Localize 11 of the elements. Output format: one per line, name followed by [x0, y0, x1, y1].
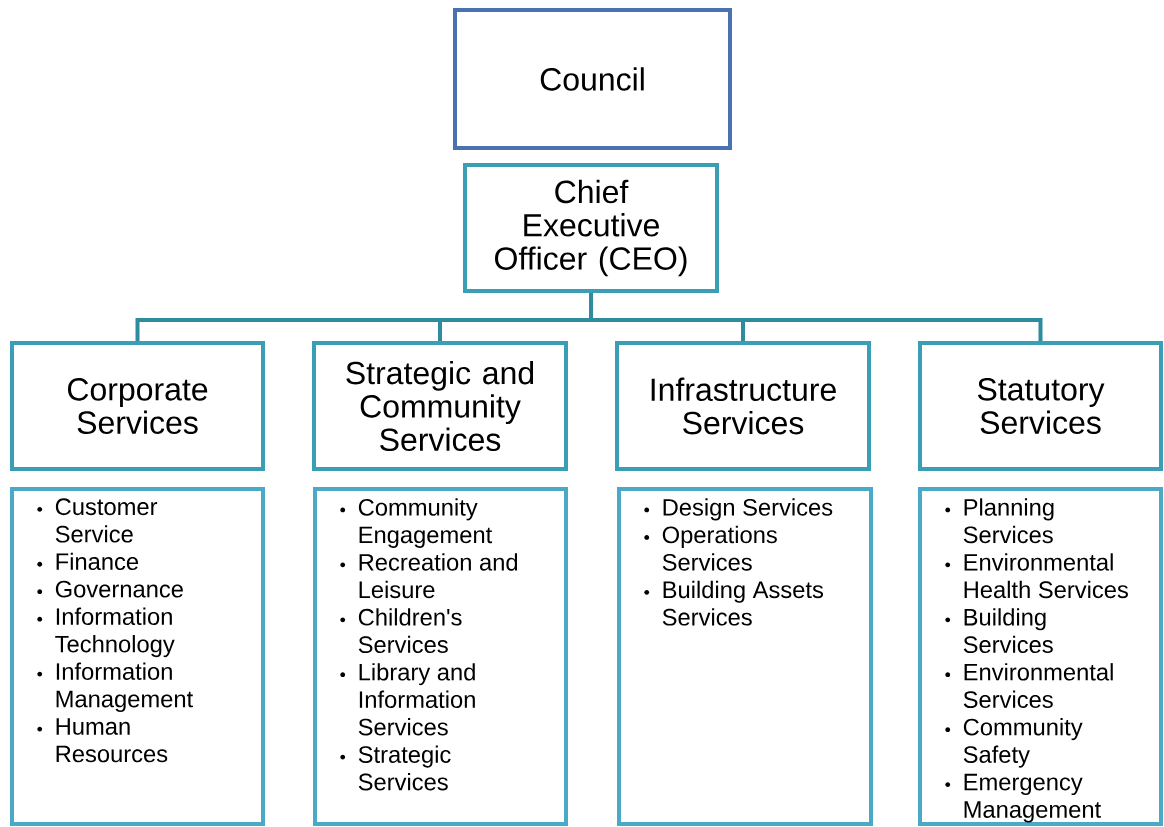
service-list-box: Design Services Operations Services Building Assets Services: [617, 487, 873, 826]
division-box: Infrastructure Services: [615, 341, 871, 471]
service-list-box: Planning Services Environmental Health Services Building Services Environmental Services Community Safety Emergency Management: [918, 487, 1163, 826]
division-box: Corporate Services: [10, 341, 265, 471]
service-list-box: Customer Service Finance Governance Information Technology Information Management Human Resources: [10, 487, 265, 826]
division-box: Statutory Services: [918, 341, 1163, 471]
executive-box: Chief Executive Officer (CEO): [463, 163, 719, 293]
service-list-box: Community Engagement Recreation and Leisure Children's Services Library and Information Services Strategic Services: [313, 487, 568, 826]
division-box: Strategic and Community Services: [312, 341, 568, 471]
council-box: Council: [453, 8, 732, 150]
connector: [589, 293, 1043, 341]
